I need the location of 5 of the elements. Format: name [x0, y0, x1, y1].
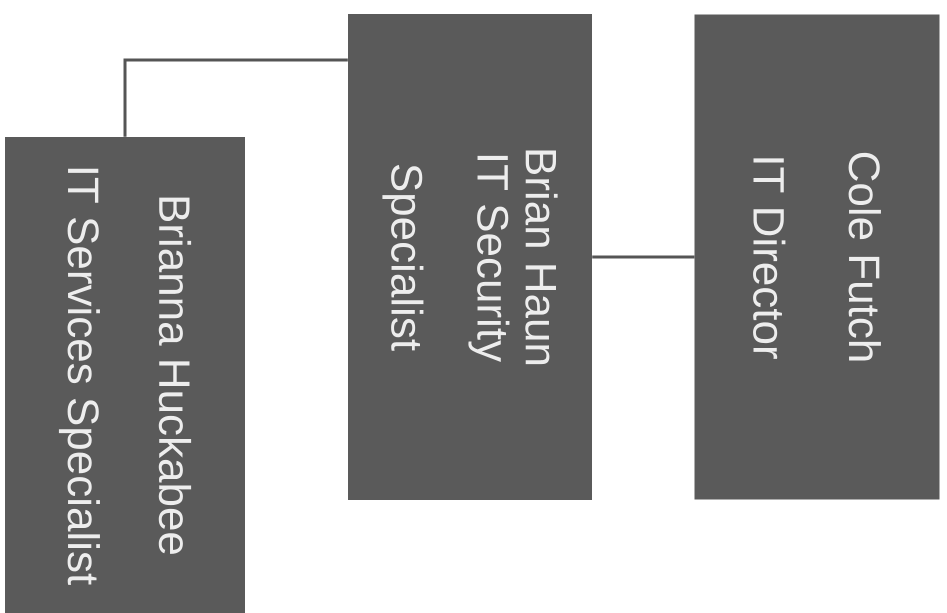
org-box: Brian Haun IT Security Specialist	[348, 14, 592, 500]
org-box: Brianna Huckabee IT Services Specialist	[5, 137, 245, 613]
connector-line	[592, 256, 694, 258]
connector-line	[124, 58, 348, 137]
org-box: Cole Futch IT Director	[694, 14, 940, 500]
